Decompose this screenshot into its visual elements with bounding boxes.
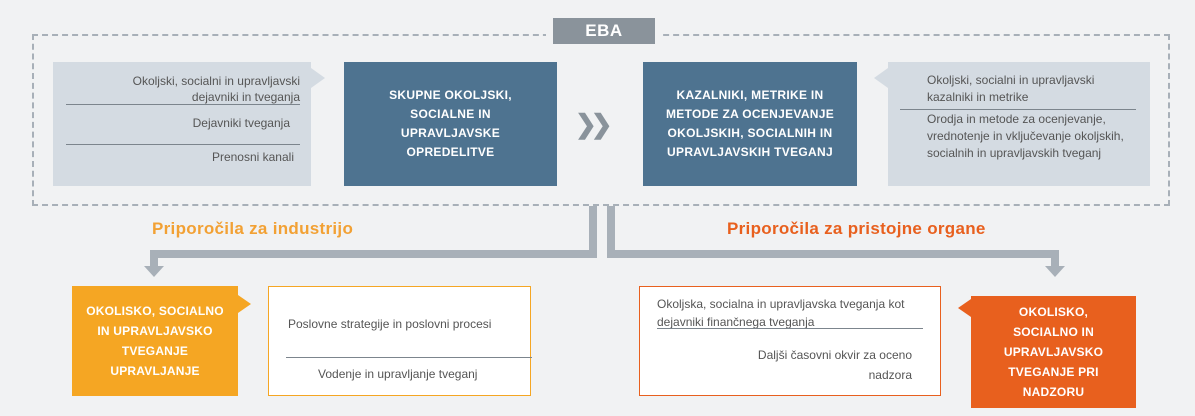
chevron-right-icon: ❯❯ xyxy=(575,109,612,139)
industry-topics-divider xyxy=(286,357,532,358)
left-info-divider-1 xyxy=(66,104,300,105)
connector-right-horizontal xyxy=(607,250,1059,258)
supervision-topics-item-1: Okoljska, socialna in upravljavska tvega… xyxy=(657,297,905,329)
common-definitions-box: SKUPNE OKOLJSKI, SOCIALNE IN UPRAVLJAVSK… xyxy=(344,62,557,186)
arrow-down-left-icon xyxy=(144,266,164,277)
left-info-divider-2 xyxy=(66,144,300,145)
right-info-pointer xyxy=(874,68,888,88)
right-info-item-1: Okoljski, socialni in upravljavski kazal… xyxy=(927,73,1095,104)
supervision-risk-pointer xyxy=(958,299,971,317)
supervision-topics-item-2: Daljši časovni okvir za oceno nadzora xyxy=(757,348,912,382)
industry-topics-box xyxy=(268,286,531,396)
supervision-risk-box: OKOLISKO, SOCIALNO IN UPRAVLJAVSKO TVEGA… xyxy=(971,296,1136,408)
left-info-item-3: Prenosni kanali xyxy=(211,150,294,164)
supervision-topics-box xyxy=(639,286,941,396)
supervision-risk-text: OKOLISKO, SOCIALNO IN UPRAVLJAVSKO TVEGA… xyxy=(1003,305,1104,399)
left-info-box xyxy=(53,62,311,186)
industry-topics-item-2: Vodenje in upravljanje tveganj xyxy=(318,367,478,381)
left-info-item-1: Okoljski, socialni in upravljavski dejav… xyxy=(132,74,300,104)
risk-management-box: OKOLISKO, SOCIALNO IN UPRAVLJAVSKO TVEGA… xyxy=(72,286,238,396)
recommendations-authorities-heading: Priporočila za pristojne organe xyxy=(727,219,986,238)
connector-left-drop xyxy=(150,250,158,268)
eba-label: EBA xyxy=(553,18,655,44)
arrow-down-right-icon xyxy=(1045,266,1065,277)
indicators-methods-box: KAZALNIKI, METRIKE IN METODE ZA OCENJEVA… xyxy=(643,62,857,186)
right-info-divider xyxy=(900,109,1136,110)
risk-management-text: OKOLISKO, SOCIALNO IN UPRAVLJAVSKO TVEGA… xyxy=(86,304,224,378)
right-info-item-2: Orodja in metode za ocenjevanje, vrednot… xyxy=(927,112,1124,160)
recommendations-industry-heading: Priporočila za industrijo xyxy=(152,219,354,238)
connector-left-vertical xyxy=(589,206,597,258)
industry-topics-item-1: Poslovne strategije in poslovni procesi xyxy=(288,317,492,331)
connector-left-horizontal xyxy=(150,250,597,258)
indicators-methods-text: KAZALNIKI, METRIKE IN METODE ZA OCENJEVA… xyxy=(665,88,835,159)
connector-right-drop xyxy=(1051,250,1059,268)
left-info-pointer xyxy=(311,68,325,88)
supervision-topics-divider xyxy=(657,328,923,329)
right-info-box xyxy=(888,62,1150,186)
common-definitions-text: SKUPNE OKOLJSKI, SOCIALNE IN UPRAVLJAVSK… xyxy=(389,88,512,159)
risk-management-pointer xyxy=(238,295,251,313)
left-info-item-2: Dejavniki tveganja xyxy=(192,116,290,130)
connector-right-vertical xyxy=(607,206,615,258)
